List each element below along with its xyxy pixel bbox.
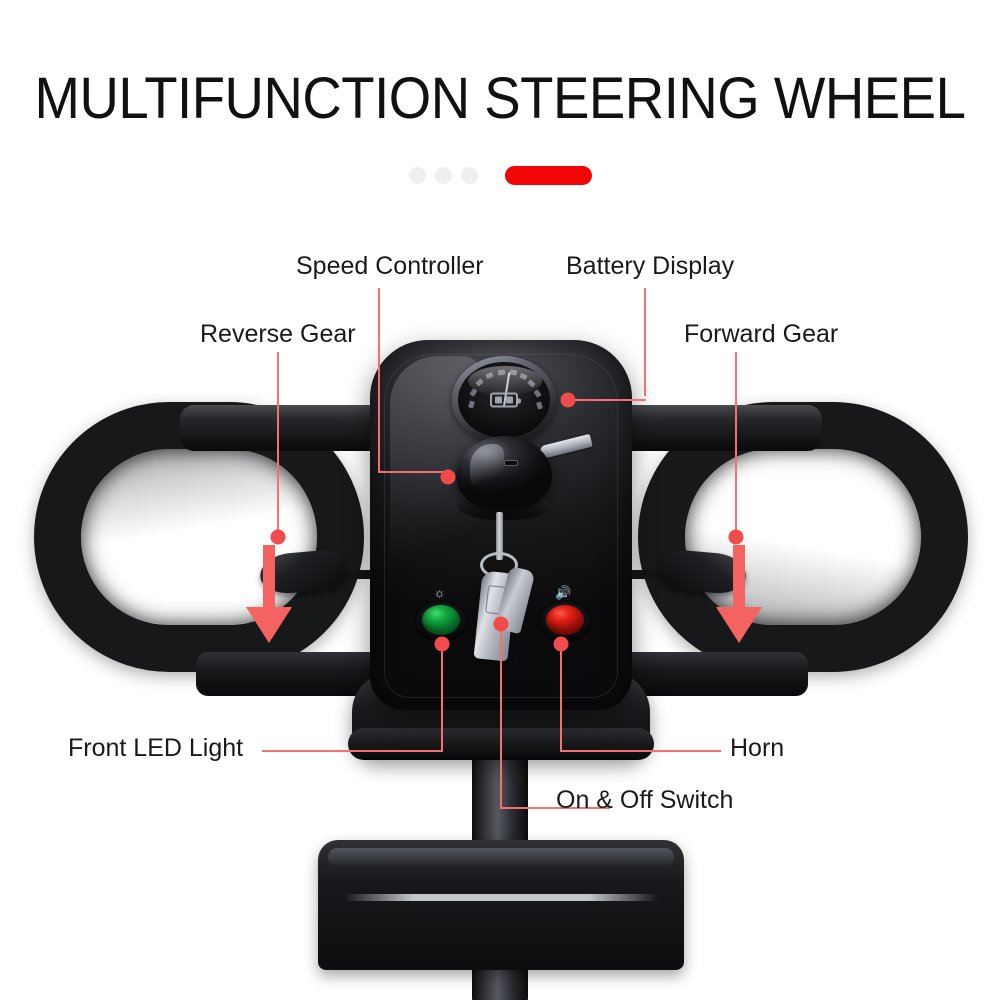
battery-cell: [506, 396, 513, 404]
basket-rim: [328, 848, 674, 866]
leader-front-led-v: [441, 644, 443, 752]
callout-label-on-off-switch: On & Off Switch: [556, 786, 734, 814]
leader-speed-controller-h: [378, 471, 448, 473]
pager-dot-2[interactable]: [434, 167, 452, 184]
pager-active-pill[interactable]: [504, 166, 592, 185]
callout-label-horn: Horn: [730, 734, 785, 762]
reverse-gear-lever-stem: [340, 570, 384, 579]
gauge-tick: [519, 372, 528, 381]
reverse-gear-arrow: [243, 545, 295, 645]
horn-button[interactable]: 🔊: [538, 585, 592, 642]
leader-speed-controller-v: [378, 288, 380, 472]
product-image: ☼ 🔊: [0, 200, 1000, 1000]
forward-gear-lever-stem: [620, 570, 664, 579]
pagination-indicator[interactable]: [0, 166, 1000, 185]
leader-horn-h: [561, 750, 721, 752]
node-forward-gear: [728, 529, 744, 545]
leader-horn-v: [560, 644, 562, 752]
gauge-tick: [527, 379, 536, 388]
callout-label-speed-controller: Speed Controller: [296, 252, 484, 280]
node-horn: [553, 636, 569, 652]
leader-forward-gear-v: [735, 352, 737, 534]
forward-gear-arrow: [713, 545, 765, 645]
key-shaft: [496, 512, 503, 560]
pager-dot-3[interactable]: [460, 167, 478, 184]
knob-highlight: [470, 444, 504, 492]
gauge-tick: [533, 389, 542, 398]
led-button-cap: [422, 605, 460, 635]
horn-icon: 🔊: [555, 585, 571, 600]
page-title: MULTIFUNCTION STEERING WHEEL: [34, 66, 966, 131]
gauge-tick: [485, 371, 494, 380]
pager-dot-1[interactable]: [408, 167, 426, 184]
node-front-led-light: [434, 636, 450, 652]
battery-icon: [490, 392, 521, 408]
leader-battery-display-v: [644, 288, 646, 396]
leader-on-off-v: [500, 624, 502, 808]
leader-front-led-h: [262, 750, 442, 752]
node-speed-controller: [440, 469, 456, 485]
knob-keyhole: [504, 460, 518, 466]
battery-display-gauge: [452, 356, 556, 444]
node-reverse-gear: [270, 529, 286, 545]
callout-label-battery-display: Battery Display: [566, 252, 735, 280]
basket-highlight: [344, 894, 658, 901]
front-basket: [318, 840, 684, 970]
leader-reverse-gear-v: [277, 352, 279, 534]
headlight-icon: ☼: [433, 585, 446, 600]
node-on-off-switch: [493, 616, 509, 632]
front-led-light-button[interactable]: ☼: [414, 585, 468, 642]
gauge-tick: [469, 388, 478, 397]
callout-label-reverse-gear: Reverse Gear: [200, 320, 356, 348]
battery-cell: [495, 396, 502, 404]
callout-label-front-led-light: Front LED Light: [68, 734, 244, 762]
leader-on-off-h: [500, 807, 610, 809]
gauge-tick: [468, 400, 475, 409]
speed-controller-knob[interactable]: [456, 436, 552, 510]
leader-battery-display-h: [572, 399, 646, 401]
horn-button-cap: [546, 605, 584, 635]
gauge-tick: [497, 369, 506, 376]
gauge-face: [458, 362, 550, 438]
node-battery-display: [560, 392, 576, 408]
handlebar-crossbar-right: [594, 405, 822, 451]
gauge-tick: [536, 401, 543, 410]
callout-label-forward-gear: Forward Gear: [684, 320, 839, 348]
gauge-tick: [509, 369, 518, 376]
gauge-tick: [475, 378, 484, 387]
